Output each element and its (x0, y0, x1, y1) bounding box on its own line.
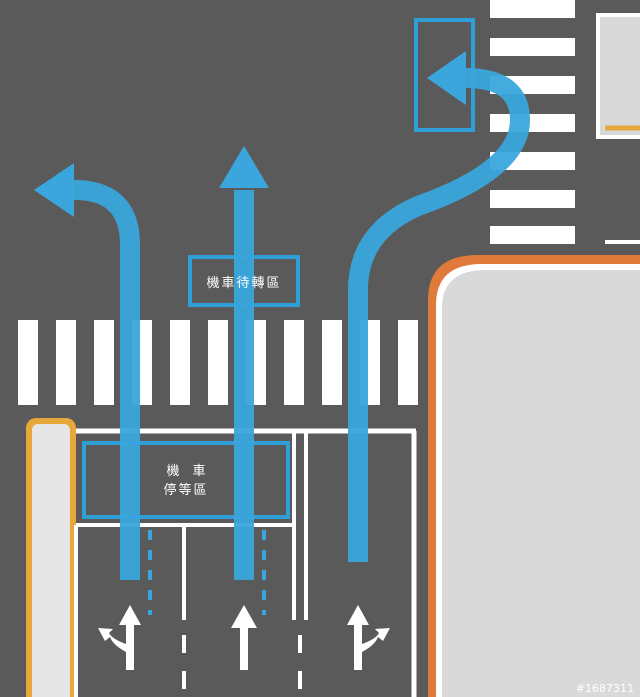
arrow-left-turn-icon (98, 605, 141, 670)
top-right-sidewalk (596, 13, 640, 244)
arrow-straight-icon (231, 605, 257, 670)
motorcycle-stop-area-label-line2: 停等區 (163, 482, 208, 498)
blue-paths (70, 68, 531, 580)
blue-arrowheads (34, 51, 466, 217)
straight-arrowhead (219, 146, 269, 188)
right-hook-turn-path (348, 68, 531, 562)
motorcycle-stop-area-label-line1: 機 車 (166, 464, 205, 479)
arrow-right-turn-icon (347, 605, 390, 670)
left-turn-arrowhead (34, 163, 74, 217)
motorcycle-stop-area-box (82, 441, 290, 519)
right-sidewalk (428, 255, 640, 697)
motorcycle-waiting-area-label: 機車待轉區 (206, 276, 281, 291)
left-turn-path (70, 180, 140, 580)
hook-turn-arrowhead (427, 51, 466, 105)
watermark: #1687311 (576, 682, 634, 695)
left-median (26, 418, 76, 697)
blue-dashed-lines (148, 530, 266, 615)
